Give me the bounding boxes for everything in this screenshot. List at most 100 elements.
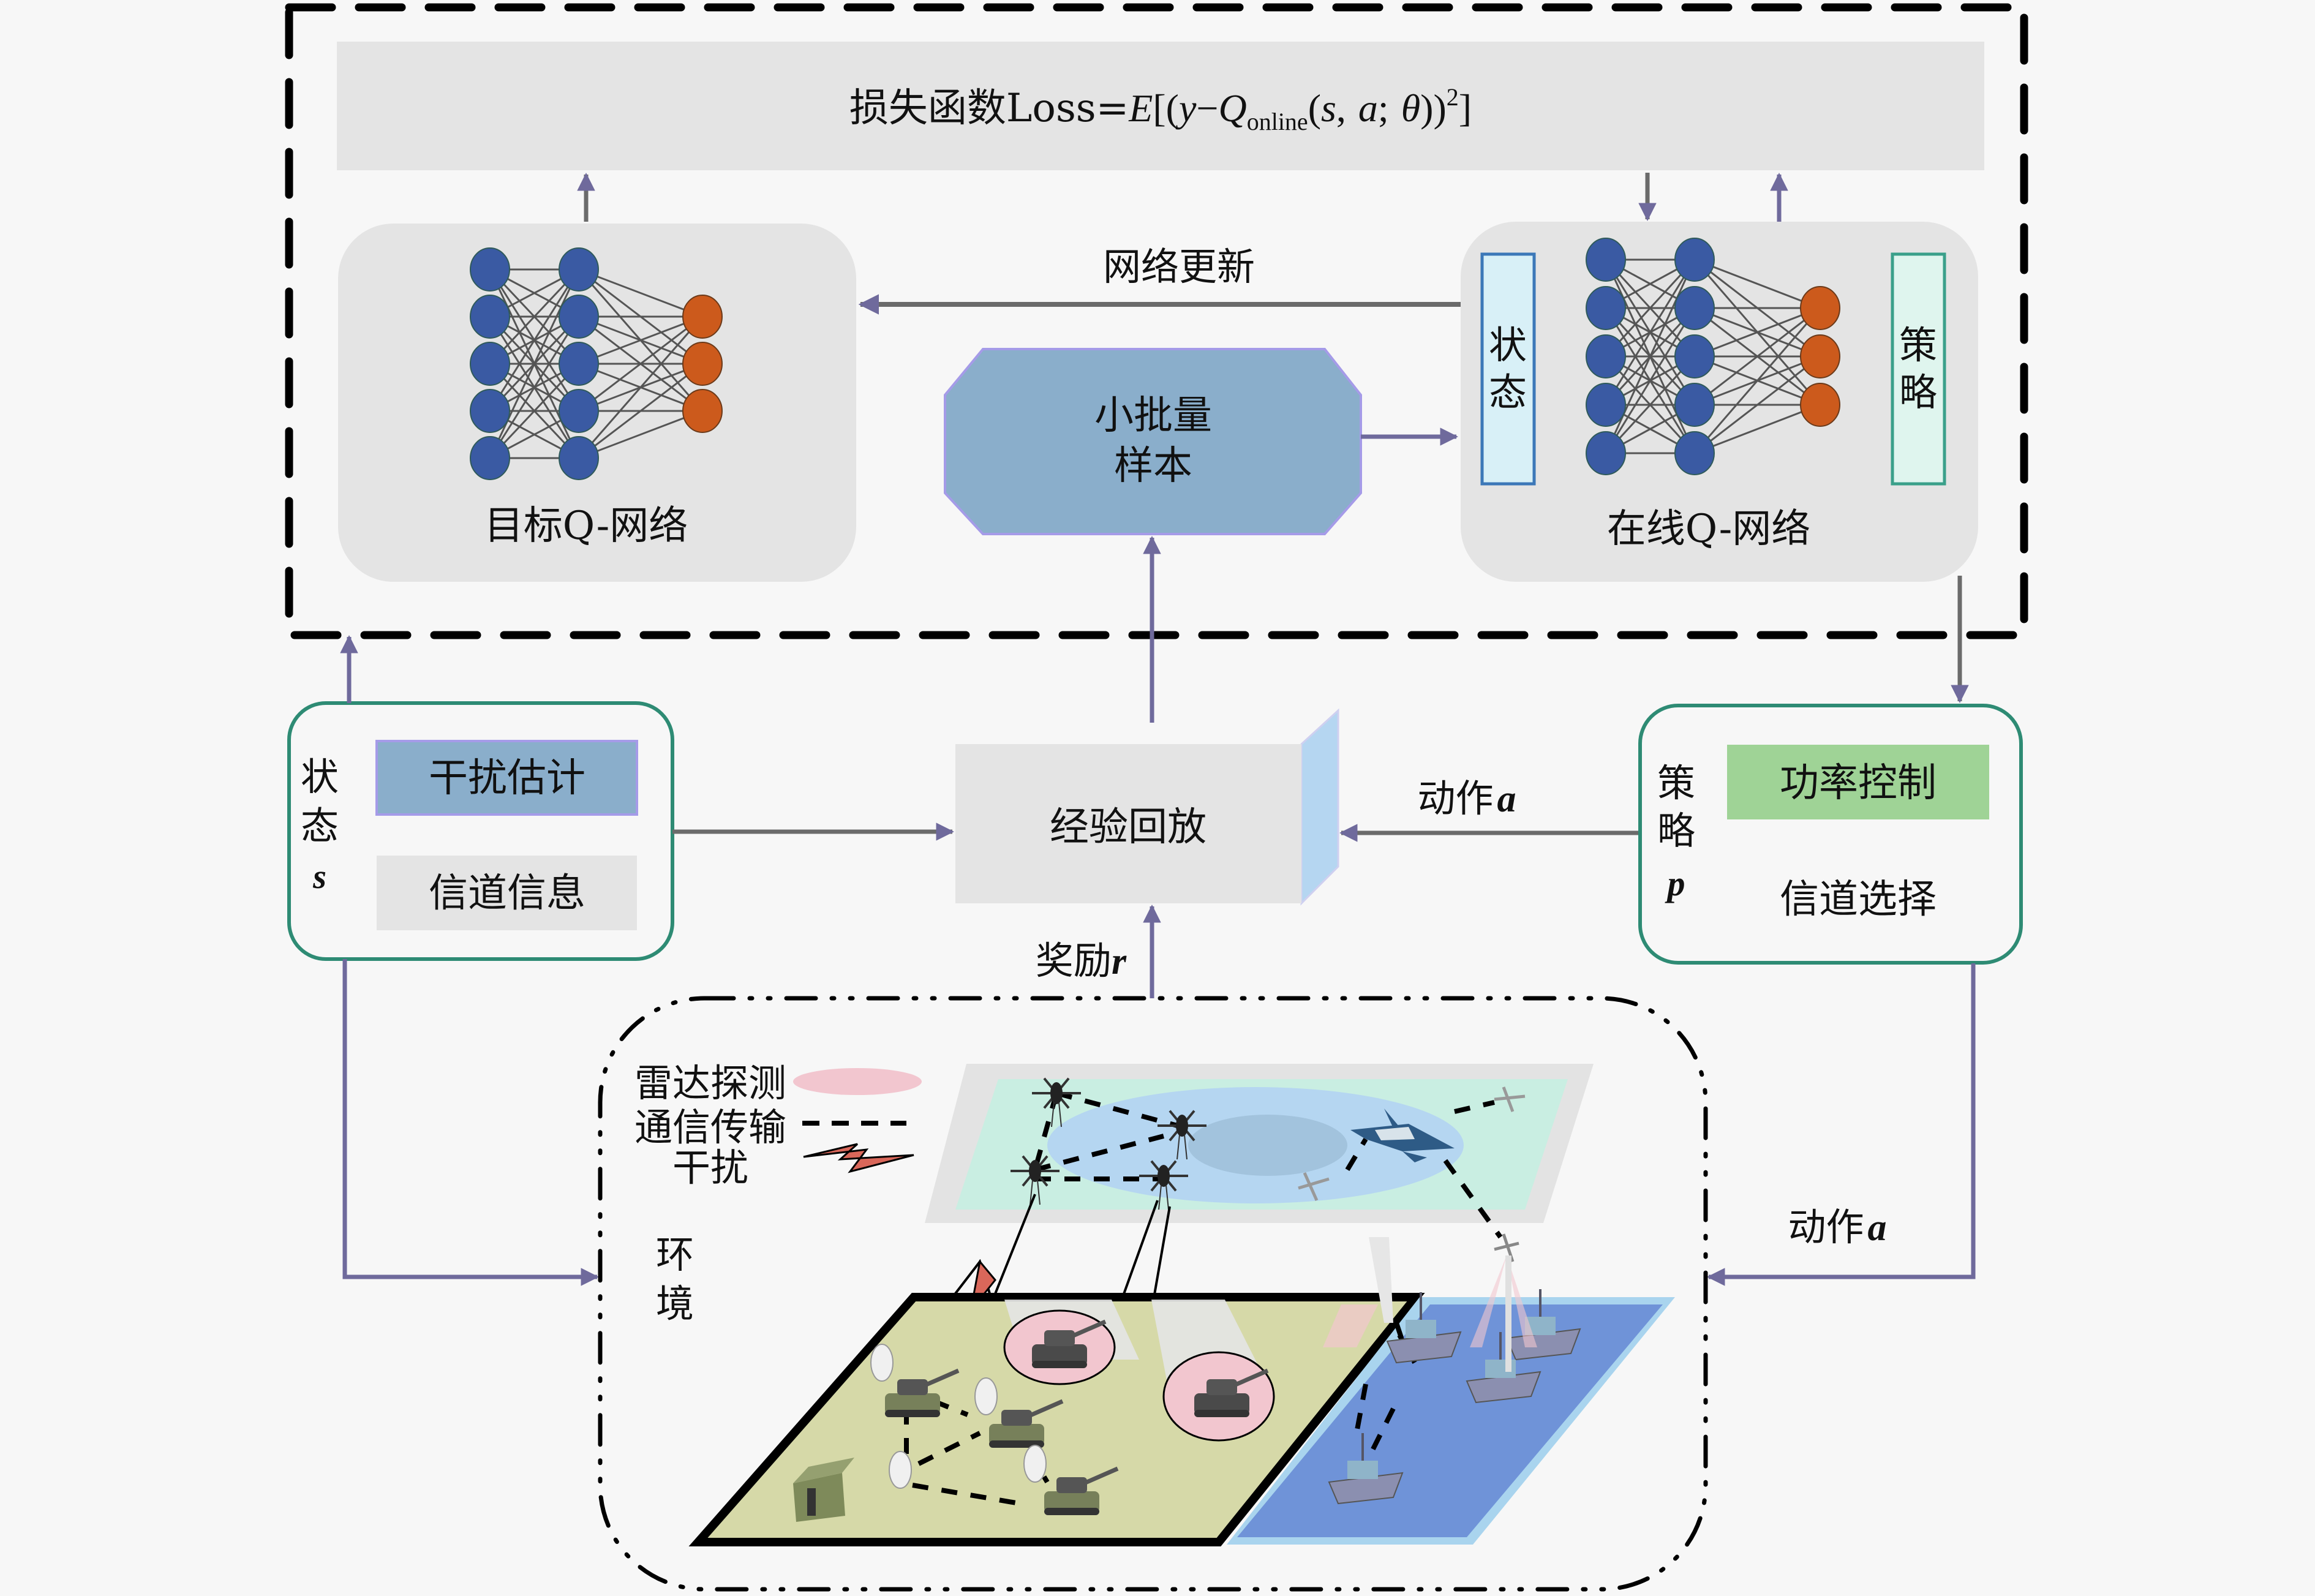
interference-estimate-box <box>375 740 638 816</box>
online-net-edge <box>1693 307 1821 454</box>
satellite-dish-icon <box>889 1451 912 1489</box>
loss-close-bracket: ] <box>1459 86 1472 130</box>
environment-legend: 雷达探测 通信传输 干扰 <box>634 1061 922 1190</box>
uav-radar-beam <box>1470 1255 1507 1347</box>
online-net-edge <box>1694 307 1821 406</box>
loss-arg-theta: θ <box>1401 86 1420 130</box>
loss-arg-s: s <box>1321 86 1336 130</box>
fighter-jet-icon <box>1350 1109 1455 1162</box>
power-control-label: 功率控制 <box>1780 761 1937 806</box>
target-net-edge <box>489 269 580 412</box>
online-policy-bar-char1: 策 <box>1899 323 1937 367</box>
online-net-output-node <box>1800 286 1840 330</box>
online-net-hidden-node <box>1674 286 1715 330</box>
target-net-edge <box>489 268 580 365</box>
legend-radar-ellipse-icon <box>793 1068 922 1095</box>
target-net-hidden-node <box>470 247 510 292</box>
state-side-label-char1: 状 <box>301 755 339 799</box>
target-net-hidden-node <box>559 295 599 339</box>
environment-label-char2: 境 <box>656 1281 694 1326</box>
legend-lightning-bolt-icon <box>803 1143 914 1173</box>
sea-radar-beam <box>1323 1304 1378 1347</box>
sea-layer <box>1227 1233 1675 1545</box>
arrow-policy-to-environment <box>1707 963 1976 1286</box>
policy-side-label-char1: 策 <box>1657 761 1695 805</box>
target-net-hidden-node <box>559 342 599 386</box>
online-net-edge <box>1605 307 1696 454</box>
loss-target-y: y <box>1175 86 1197 130</box>
channel-info-label: 信道信息 <box>429 871 585 916</box>
policy-box-frame <box>1638 704 2023 965</box>
online-net-edge <box>1605 259 1696 405</box>
tank-icon <box>1194 1368 1269 1417</box>
target-net-hidden-node <box>470 342 510 386</box>
reward-label-text: 奖励 <box>1036 938 1112 983</box>
action-label-right-symbol: a <box>1868 1207 1887 1249</box>
drone-icon <box>1032 1077 1081 1127</box>
target-net-edge <box>578 316 704 459</box>
loss-function-box: 损失函数Loss=E[(y−Qonline(s,a;θ))2] <box>337 42 1984 170</box>
satellite-dish-icon <box>1023 1445 1047 1483</box>
sea-radar-beam <box>1369 1237 1393 1323</box>
loss-comma: , <box>1336 86 1346 130</box>
policy-symbol-p: p <box>1665 864 1685 903</box>
target-net-output-node <box>682 295 723 339</box>
policy-side-label-char2: 略 <box>1657 808 1695 853</box>
target-net-edge <box>489 316 580 459</box>
satellite-dish-icon <box>870 1344 894 1382</box>
ground-layer <box>688 1293 1425 1546</box>
online-neural-net <box>1586 238 1840 475</box>
state-symbol-s: s <box>312 858 326 896</box>
loss-semicolon: ; <box>1378 86 1389 130</box>
air-layer-radar-core <box>1188 1115 1347 1176</box>
legend-communication-label: 通信传输 <box>634 1105 786 1150</box>
online-net-hidden-node <box>1674 334 1715 378</box>
state-side-label-char2: 态 <box>301 804 339 848</box>
online-net-hidden-node <box>1586 383 1626 427</box>
online-net-output-node <box>1800 383 1840 427</box>
uav-radar-beam <box>1505 1255 1511 1372</box>
legend-radar-label: 雷达探测 <box>634 1061 786 1105</box>
online-q-network: 状 态 策 略 在线Q-网络 <box>1461 222 1978 582</box>
experience-replay-label: 经验回放 <box>1050 805 1206 850</box>
loss-expectation: E <box>1128 86 1153 130</box>
satellite-dish-icon <box>974 1377 998 1415</box>
target-neural-net <box>470 247 723 480</box>
reward-label-symbol: r <box>1112 941 1127 982</box>
experience-replay-front-face <box>955 744 1301 903</box>
legend-jamming-label: 干扰 <box>672 1145 748 1190</box>
online-net-edge <box>1694 355 1821 454</box>
minibatch-samples: 小批量 样本 <box>944 348 1362 535</box>
drone-icon <box>1011 1155 1060 1205</box>
air-link <box>1033 1092 1059 1171</box>
online-net-edge <box>1605 259 1696 454</box>
target-net-edge <box>578 315 703 365</box>
online-net-hidden-node <box>1674 238 1715 282</box>
minibatch-label-line1: 小批量 <box>1094 393 1212 439</box>
target-net-edge <box>578 315 703 412</box>
ship-group <box>1328 1233 1581 1505</box>
online-state-bar-char1: 状 <box>1489 323 1527 367</box>
policy-box: 策 略 p 功率控制 信道选择 <box>1638 704 2023 965</box>
environment-dashdot-frame <box>598 996 1708 1592</box>
loss-q: Q <box>1218 86 1246 130</box>
target-net-edge <box>578 410 703 459</box>
online-net-hidden-node <box>1586 286 1626 330</box>
network-update-label: 网络更新 <box>1103 244 1255 289</box>
environment-label-char1: 环 <box>656 1232 694 1277</box>
warship-icon <box>1386 1292 1462 1364</box>
warship-icon <box>1328 1433 1404 1505</box>
action-label-top-text: 动作 <box>1417 776 1493 821</box>
online-net-edge <box>1605 355 1696 454</box>
target-net-output-node <box>682 342 723 386</box>
command-tent-icon <box>793 1458 854 1522</box>
loss-superscript: 2 <box>1447 83 1459 111</box>
online-net-edge <box>1694 258 1821 309</box>
air-layer <box>925 1064 1594 1239</box>
air-link <box>1454 1100 1495 1114</box>
air-link <box>1345 1137 1368 1172</box>
power-control-box <box>1727 745 1989 819</box>
loss-args-open: ( <box>1308 86 1321 130</box>
target-net-edge <box>578 363 703 459</box>
online-net-hidden-node <box>1674 383 1715 427</box>
